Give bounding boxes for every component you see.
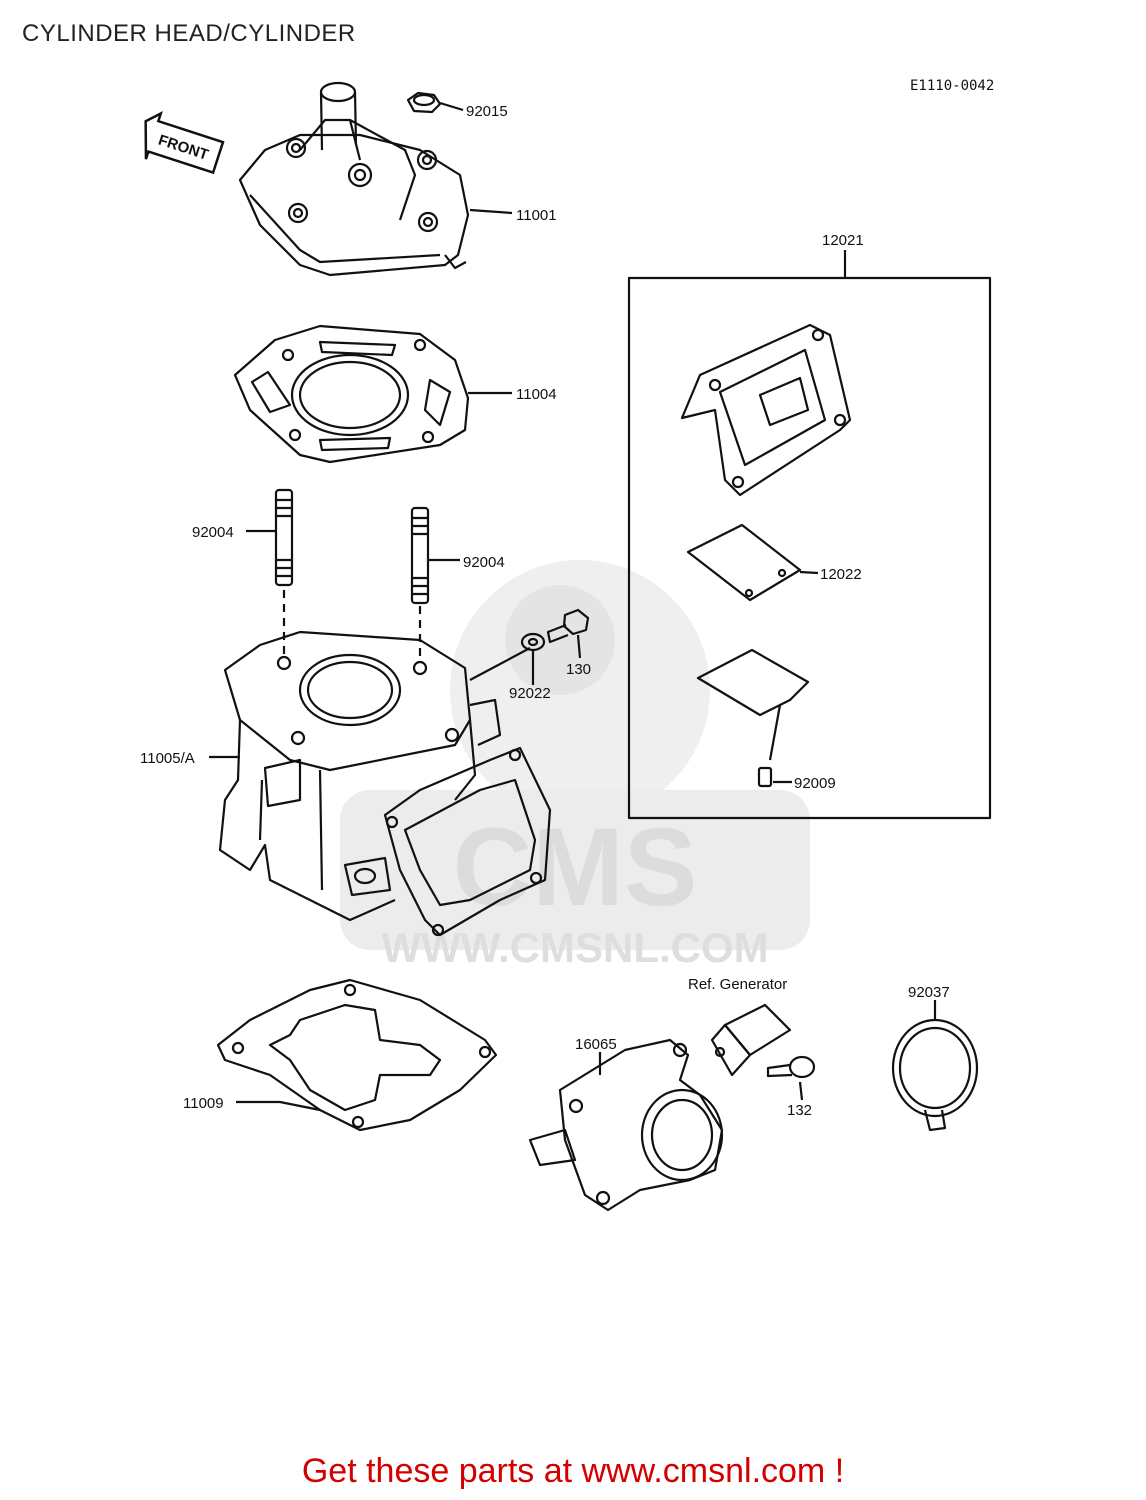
diagram-code: E1110-0042 — [910, 78, 995, 94]
screw-92009 — [757, 766, 773, 788]
intake-manifold-16065 — [528, 1038, 724, 1212]
part-label-92009[interactable]: 92009 — [794, 775, 836, 792]
generator-bracket — [710, 1003, 792, 1077]
part-label-92004-right[interactable]: 92004 — [463, 554, 505, 571]
footer-link[interactable]: Get these parts at www.cmsnl.com ! — [301, 1452, 845, 1490]
front-arrow-icon: FRONT — [144, 111, 225, 175]
part-label-130[interactable]: 130 — [566, 661, 591, 678]
cylinder-11005a — [218, 630, 552, 937]
hose-clamp-92037 — [891, 1018, 979, 1132]
part-label-92022[interactable]: 92022 — [509, 685, 551, 702]
page-title: CYLINDER HEAD/CYLINDER — [22, 20, 356, 47]
stud-92004-left — [274, 488, 294, 587]
bolt-130 — [546, 608, 590, 644]
base-gasket-11009 — [216, 978, 498, 1132]
part-label-11009[interactable]: 11009 — [183, 1095, 224, 1112]
watermark-logo-text: CMS — [453, 806, 697, 929]
part-label-92004-left[interactable]: 92004 — [192, 524, 234, 541]
ref-generator-note: Ref. Generator — [688, 976, 787, 993]
nut-92015 — [406, 91, 442, 114]
exploded-parts-diagram: CMS WWW.CMSNL.COM FRONT — [140, 81, 992, 1212]
part-label-16065[interactable]: 16065 — [575, 1036, 617, 1053]
cylinder-head-11001 — [238, 81, 470, 277]
reed-petal-12022 — [686, 523, 802, 602]
part-label-12022[interactable]: 12022 — [820, 566, 862, 583]
part-label-11001[interactable]: 11001 — [516, 207, 557, 224]
reed-stopper-plate — [696, 648, 810, 761]
head-gasket-11004 — [233, 324, 470, 464]
bolt-132 — [766, 1055, 816, 1079]
part-label-92015[interactable]: 92015 — [466, 103, 508, 120]
reed-valve-kit-12021 — [627, 250, 992, 820]
kit-label-12021[interactable]: 12021 — [822, 232, 864, 249]
part-label-11005a[interactable]: 11005/A — [140, 750, 195, 767]
part-label-132[interactable]: 132 — [787, 1102, 812, 1119]
part-label-92037[interactable]: 92037 — [908, 984, 950, 1001]
part-label-11004[interactable]: 11004 — [516, 386, 557, 403]
stud-92004-right — [410, 506, 430, 605]
watermark-logo: CMS WWW.CMSNL.COM — [340, 560, 810, 971]
watermark-site-text: WWW.CMSNL.COM — [381, 924, 768, 971]
